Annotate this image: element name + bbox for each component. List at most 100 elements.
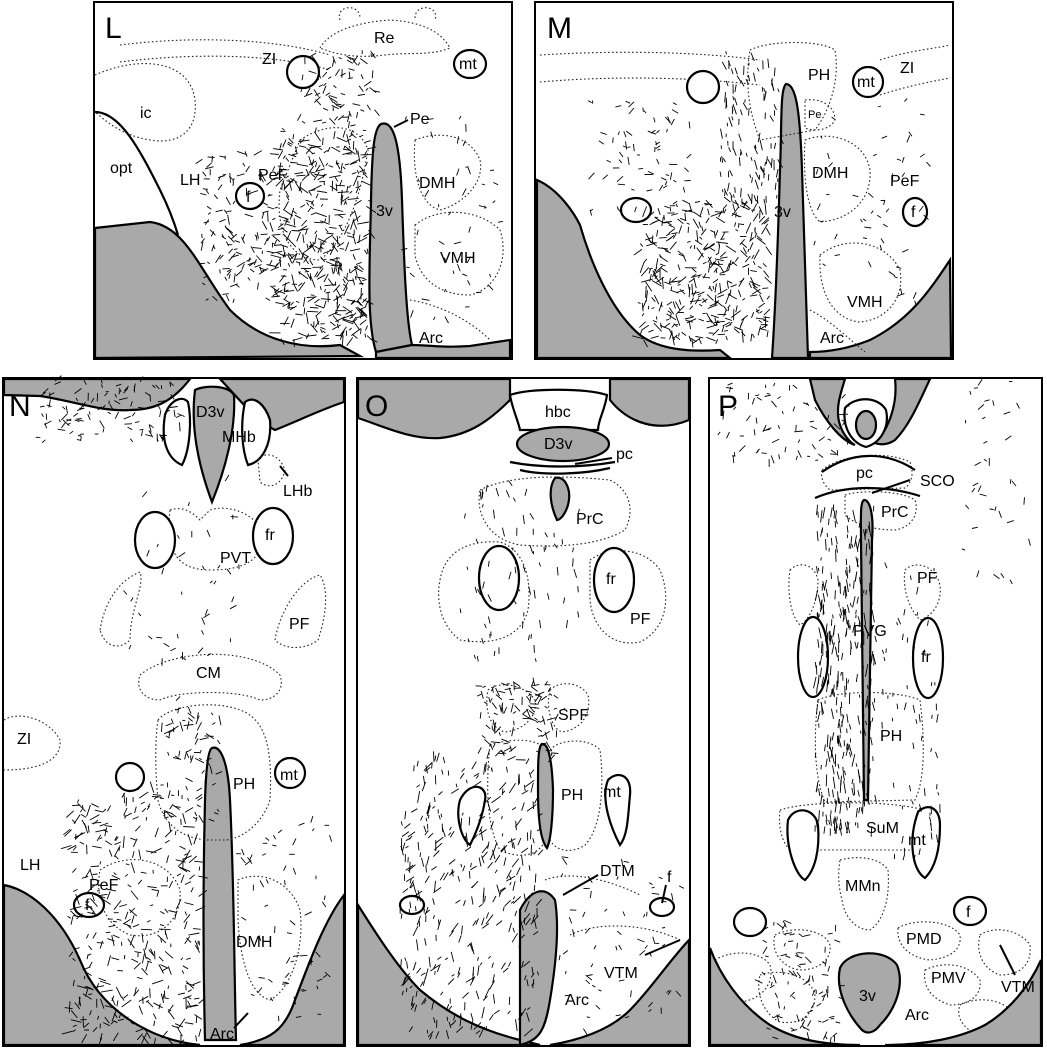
fiber-stroke [903,702,907,711]
fiber-stroke [123,590,128,595]
fiber-stroke [280,338,285,345]
fiber-stroke [73,888,78,892]
fiber-stroke [498,891,502,897]
fiber-stroke [847,743,850,751]
fiber-stroke [725,245,737,253]
fiber-stroke [718,241,720,248]
fiber-stroke [41,439,46,444]
fiber-stroke [844,585,847,595]
fiber-stroke [362,278,367,282]
fiber-stroke [977,378,983,386]
fiber-stroke [765,227,771,236]
fiber-stroke [333,208,344,212]
fiber-stroke [824,744,826,752]
fiber-stroke [507,755,516,761]
fiber-stroke [315,212,327,218]
fiber-stroke [295,261,300,264]
fiber-stroke [279,259,282,267]
fiber-stroke [714,283,717,293]
fiber-stroke [814,753,817,758]
fiber-stroke [669,206,672,212]
fiber-stroke [74,947,80,950]
fiber-stroke [586,1016,591,1019]
fiber-stroke [270,266,279,271]
fiber-stroke [147,1001,154,1008]
fiber-stroke [763,198,766,204]
fiber-stroke [485,914,494,925]
fiber-stroke [350,159,360,165]
fiber-stroke [691,283,694,295]
fiber-stroke [433,880,436,893]
fiber-stroke [656,276,665,283]
fiber-stroke [351,328,362,336]
fiber-stroke [164,997,169,1000]
fiber-stroke [490,698,493,702]
fiber-stroke [142,491,148,498]
fiber-stroke [544,705,548,709]
fiber-stroke [187,797,190,802]
fiber-stroke [309,145,322,149]
fiber-stroke [724,317,733,321]
fiber-stroke [189,874,195,880]
fiber-stroke [233,248,238,251]
fiber-stroke [834,800,838,813]
fiber-stroke [417,178,420,183]
fiber-stroke [919,113,925,116]
fiber-stroke [850,640,852,650]
fiber-stroke [242,233,246,240]
panel-l-exterior-bottom [374,338,512,360]
fiber-stroke [830,708,834,719]
fiber-stroke [75,418,82,420]
fiber-stroke [336,323,339,329]
panel-p-third-ventricle [837,952,901,1034]
fiber-stroke [322,85,327,94]
panel-n-pf-right [274,574,327,649]
fiber-stroke [839,608,843,616]
fiber-stroke [321,901,327,908]
fiber-stroke [490,767,493,772]
fiber-stroke [600,131,607,135]
fiber-stroke [455,783,458,788]
fiber-stroke [460,818,463,830]
fiber-stroke [540,695,548,701]
fiber-stroke [847,679,849,684]
fiber-stroke [329,834,333,842]
fiber-stroke [714,211,724,213]
fiber-stroke [515,820,517,831]
fiber-stroke [757,325,761,336]
fiber-stroke [355,261,362,265]
fiber-stroke [338,214,344,219]
fiber-stroke [93,985,105,989]
fiber-stroke [343,282,349,292]
fiber-stroke [346,138,352,142]
fiber-stroke [97,406,103,411]
fiber-stroke [142,1035,150,1046]
fiber-stroke [623,860,629,863]
panel-p-frame [708,377,1043,1047]
fiber-stroke [916,612,919,616]
fiber-stroke [188,855,198,864]
fiber-stroke [781,923,786,930]
fiber-stroke [219,254,224,260]
fiber-stroke [658,184,664,192]
fiber-stroke [653,322,662,332]
fiber-stroke [404,811,407,820]
fiber-stroke [522,515,525,525]
fiber-stroke [506,875,516,882]
fiber-stroke [558,954,561,961]
fiber-stroke [235,270,243,277]
fiber-stroke [60,413,68,421]
fiber-stroke [520,934,526,939]
fiber-stroke [902,248,909,253]
fiber-stroke [226,568,232,575]
fiber-stroke [923,649,926,657]
fiber-stroke [145,961,149,971]
fiber-stroke [929,822,932,827]
label-lh: LH [20,857,40,874]
pointer-dtm [562,874,599,896]
fiber-stroke [688,278,696,283]
fiber-stroke [723,208,727,214]
fiber-stroke [544,680,548,686]
fiber-stroke [479,962,483,966]
fiber-stroke [401,248,408,251]
